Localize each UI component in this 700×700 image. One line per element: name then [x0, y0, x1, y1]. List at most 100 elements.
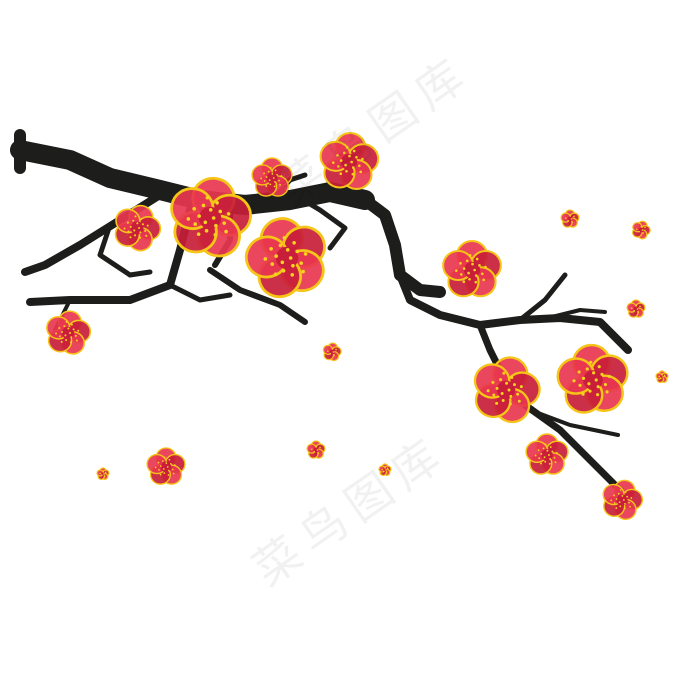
stamen-dot	[549, 458, 552, 460]
stamen-dot	[555, 451, 558, 454]
stamen-dot	[605, 390, 609, 394]
stamen-dot	[55, 332, 58, 335]
stamen-dot	[500, 392, 504, 396]
stamen-dot	[348, 154, 351, 158]
branch-segment	[528, 408, 620, 437]
stamen-dot	[146, 224, 149, 227]
stamen-dot	[613, 494, 615, 497]
stamen-dot	[629, 505, 631, 508]
stamen-dot	[572, 379, 576, 383]
stamen-dot	[382, 470, 385, 472]
stamen-dot	[384, 467, 386, 469]
stamen-dot	[588, 389, 592, 393]
stamen-dot	[638, 230, 640, 233]
stamen-dot	[303, 252, 308, 256]
stamen-dot	[339, 159, 343, 162]
stamen-dot	[512, 383, 516, 387]
stamen-dot	[622, 499, 625, 501]
branch-segment	[97, 222, 153, 278]
stamen-dot	[285, 248, 290, 252]
stamen-dot	[345, 146, 349, 149]
stamen-dot	[336, 165, 340, 168]
stamen-dot	[623, 507, 626, 510]
stamen-dot	[292, 240, 296, 245]
stamen-dot	[385, 469, 387, 471]
stamen-dot	[352, 149, 356, 153]
stamen-dot	[454, 269, 458, 272]
stamen-dot	[594, 378, 598, 382]
stamen-dot	[104, 471, 107, 474]
branch-segment	[359, 194, 446, 298]
stamen-dot	[336, 154, 339, 157]
stamen-dot	[172, 472, 175, 475]
stamen-dot	[157, 461, 160, 464]
stamen-dot	[578, 383, 582, 387]
stamen-dot	[478, 263, 481, 267]
stamen-dot	[132, 219, 135, 222]
stamen-dot	[313, 450, 315, 453]
stamen-dot	[99, 472, 101, 475]
stamen-dot	[459, 273, 463, 276]
stamen-dot	[162, 468, 165, 470]
stamen-dot	[126, 221, 129, 224]
stamen-dot	[192, 207, 196, 211]
stamen-dot	[507, 388, 511, 392]
stamen-dot	[345, 169, 348, 173]
stamen-dot	[635, 305, 638, 307]
stamen-dot	[585, 367, 589, 371]
stamen-dot	[278, 243, 283, 248]
stamen-dot	[134, 215, 137, 218]
stamen-dot	[138, 226, 141, 230]
stamen-dot	[519, 385, 523, 389]
stamen-dot	[203, 220, 208, 225]
stamen-dot	[205, 195, 210, 200]
stamen-dot	[63, 325, 66, 328]
stamen-dot	[577, 370, 581, 374]
plum-blossom	[46, 310, 92, 355]
stamen-dot	[540, 453, 543, 455]
stamen-dot	[355, 155, 358, 159]
stamen-dot	[486, 389, 490, 393]
stamen-dot	[492, 393, 496, 397]
stamen-dot	[642, 232, 645, 234]
stamen-dot	[333, 354, 336, 356]
stamen-dot	[615, 507, 618, 509]
stamen-dot	[540, 462, 542, 465]
stamen-dot	[226, 212, 231, 216]
stamen-dot	[263, 257, 268, 261]
stamen-dot	[509, 394, 513, 398]
stamen-dot	[69, 332, 72, 334]
stamen-dot	[133, 234, 137, 237]
stamen-dot	[186, 217, 191, 221]
stamen-dot	[508, 402, 512, 406]
stamen-dot	[630, 497, 633, 499]
stamen-dot	[197, 214, 201, 218]
stamen-dot	[299, 261, 304, 265]
stamen-dot	[139, 231, 142, 234]
stamen-dot	[167, 474, 170, 476]
stamen-dot	[630, 307, 633, 310]
stamen-dot	[173, 464, 176, 466]
stamen-dot	[619, 505, 622, 508]
stamen-dot	[167, 469, 170, 472]
stamen-dot	[659, 377, 662, 379]
stamen-dot	[288, 256, 293, 260]
stamen-dot	[624, 491, 627, 494]
stamen-dot	[618, 501, 621, 504]
stamen-dot	[270, 262, 275, 266]
plum-blossom	[114, 204, 162, 252]
stamen-dot	[274, 169, 277, 172]
stamen-dot	[465, 259, 469, 263]
plum-blossom	[146, 447, 186, 485]
stamen-dot	[501, 399, 505, 403]
stamen-dot	[610, 499, 613, 502]
plum-branch	[10, 129, 632, 494]
stamen-dot	[505, 381, 509, 385]
stamen-dot	[271, 173, 274, 175]
stamen-dot	[60, 340, 63, 343]
stamen-dot	[163, 472, 166, 474]
stamen-dot	[159, 465, 162, 467]
stamen-dot	[615, 498, 618, 500]
stamen-dot	[484, 265, 487, 269]
stamen-dot	[102, 471, 104, 473]
